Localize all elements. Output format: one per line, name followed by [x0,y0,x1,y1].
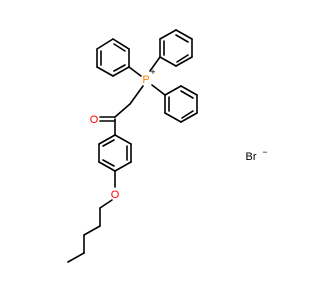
bond [175,29,193,40]
bond [151,84,166,96]
bond [164,85,182,96]
structure-canvas: P + O O Br − [67,29,268,263]
bond [83,225,101,236]
bond [159,56,177,67]
bond [98,161,116,172]
bond [114,103,131,118]
bond [149,56,161,72]
bond [67,252,85,263]
bond [113,64,126,72]
atom-labels: P + O O Br − [90,67,268,201]
bond [113,43,126,52]
bond-layer [67,29,198,263]
bond [112,66,130,77]
bond [102,139,115,147]
phosphorus-atom-label: P [142,74,149,86]
bond [99,199,113,209]
bond [102,159,115,167]
bond [180,85,198,96]
bond [175,34,189,43]
molecule-drawing: P + O O Br − [67,29,268,263]
bond [128,66,142,77]
bond [164,112,182,123]
carbonyl-oxygen-label: O [90,114,99,126]
bond [180,112,198,123]
bond [112,38,130,50]
phosphorus-charge: + [150,67,155,77]
bond [96,66,114,77]
bond [98,134,116,145]
bond [181,110,194,119]
bond [176,54,189,63]
bond [159,29,177,40]
bond [180,90,194,99]
bromide-charge: − [262,147,267,157]
bond [129,85,144,105]
bromide-label: Br [246,151,257,163]
bond [114,134,132,145]
bond [96,38,114,50]
ether-oxygen-label: O [111,189,120,201]
bond [114,161,132,172]
bond [175,56,193,67]
